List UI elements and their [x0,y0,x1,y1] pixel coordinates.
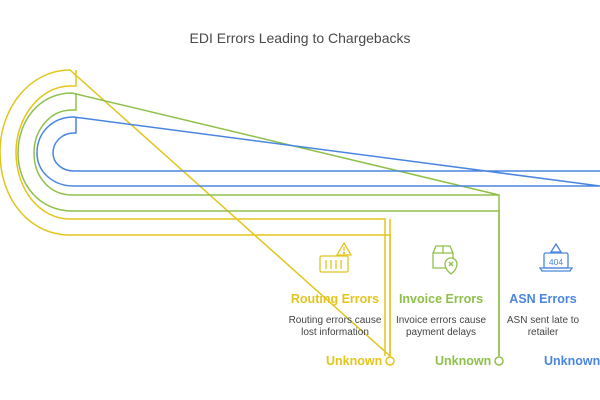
routing-description-line1: Routing errors cause [288,315,382,326]
laptop-404-warning-icon: 404 [538,242,574,272]
asn-description-line2: retailer [527,327,559,338]
asn-description-line1: ASN sent late to [506,315,580,326]
routing-description: Routing errors cause lost information [280,315,390,339]
invoice-heading: Invoice Errors [398,292,484,306]
routing-heading: Routing Errors [290,292,380,306]
routing-band [0,69,391,358]
routing-description-line2: lost information [301,327,369,338]
diagram-title: EDI Errors Leading to Chargebacks [189,30,411,46]
invoice-node [494,356,504,366]
invoice-description-line1: Invoice errors cause [395,315,487,326]
asn-item: ASN Errors ASN sent late to retailer [488,292,598,339]
asn-status: Unknown [544,354,600,368]
invoice-item: Invoice Errors Invoice errors cause paym… [386,292,496,339]
routing-item: Routing Errors Routing errors cause lost… [280,292,390,339]
shipping-container-warning-icon [319,241,353,273]
invoice-description: Invoice errors cause payment delays [386,315,496,339]
routing-status: Unknown [326,354,383,368]
invoice-status: Unknown [435,354,492,368]
svg-text:404: 404 [549,257,563,267]
asn-heading: ASN Errors [509,292,577,306]
asn-band [36,116,600,187]
package-cancel-icon [432,245,458,275]
invoice-description-line2: payment delays [405,327,477,338]
invoice-band [17,92,500,356]
routing-node [385,356,395,366]
asn-description: ASN sent late to retailer [488,315,598,339]
